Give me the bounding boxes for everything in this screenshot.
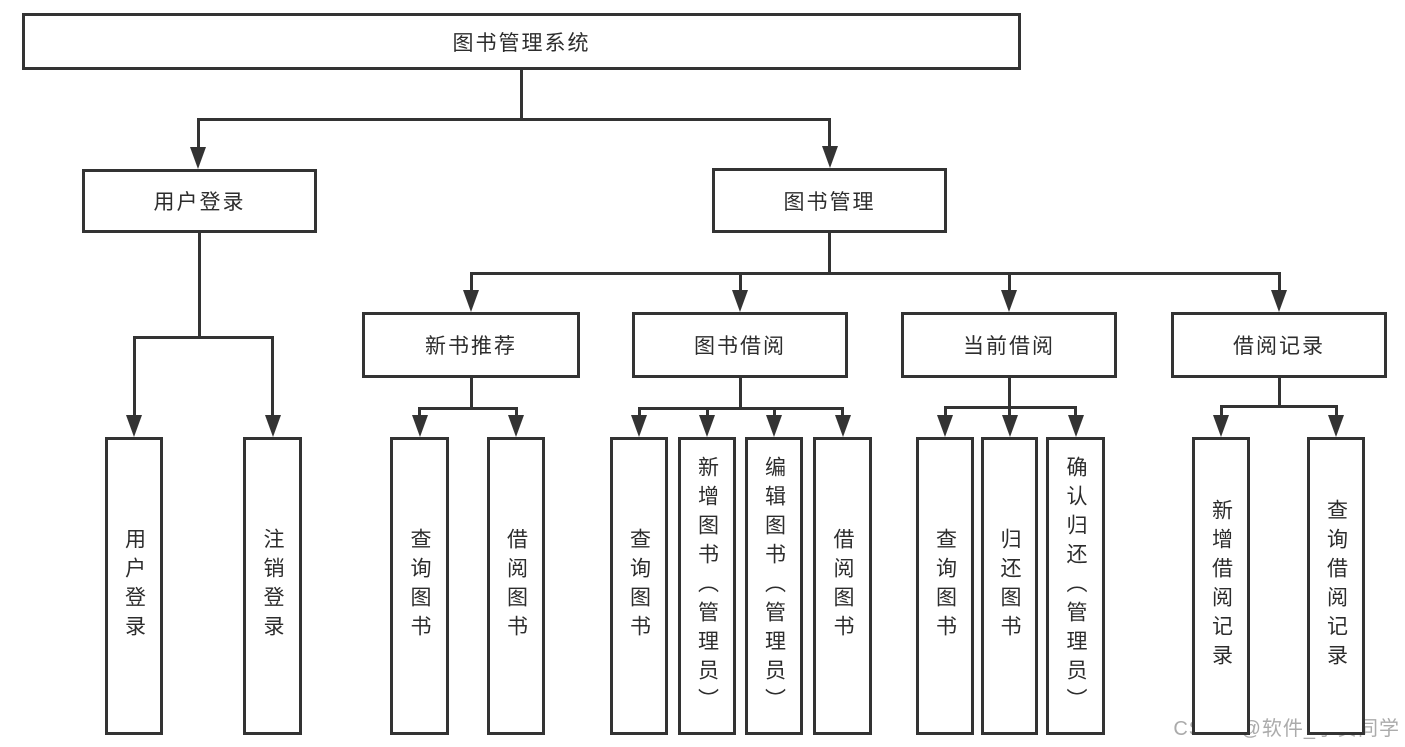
node-label: 新书推荐 xyxy=(425,335,517,358)
arrowhead-icon xyxy=(1001,290,1017,312)
node-borrow-books-1: 借阅图书 xyxy=(487,437,545,735)
node-confirm-return: 确认归还（管理员） xyxy=(1046,437,1105,735)
node-new-book-recommend: 新书推荐 xyxy=(362,312,580,378)
connector-drop-line xyxy=(1007,273,1011,290)
connector-drop-line xyxy=(943,407,947,415)
connector-drop-line xyxy=(271,337,274,415)
node-label: 确认归还（管理员） xyxy=(1064,455,1087,717)
arrowhead-icon xyxy=(264,415,281,437)
node-label: 查询图书 xyxy=(408,528,431,644)
node-query-books-3: 查询图书 xyxy=(916,437,974,735)
connector-drop-line xyxy=(1277,273,1281,290)
arrowhead-icon xyxy=(190,147,206,169)
arrowhead-icon xyxy=(834,415,851,437)
connector-drop-line xyxy=(1219,406,1223,415)
connector-stem-line xyxy=(469,378,473,410)
node-query-books-1: 查询图书 xyxy=(390,437,449,735)
node-label: 新增图书（管理员） xyxy=(695,455,719,717)
node-current-borrow: 当前借阅 xyxy=(901,312,1117,378)
node-label: 编辑图书（管理员） xyxy=(762,455,786,717)
node-label: 归还图书 xyxy=(998,528,1021,644)
connector-drop-line xyxy=(828,119,831,146)
node-label: 借阅图书 xyxy=(831,528,854,644)
node-add-books: 新增图书（管理员） xyxy=(678,437,736,735)
node-logout: 注销登录 xyxy=(243,437,302,735)
node-label: 查询借阅记录 xyxy=(1324,499,1348,673)
node-book-borrow: 图书借阅 xyxy=(632,312,848,378)
node-book-management: 图书管理 xyxy=(712,168,947,233)
node-label: 借阅记录 xyxy=(1233,335,1325,358)
arrowhead-icon xyxy=(699,415,715,437)
arrowhead-icon xyxy=(937,415,953,437)
node-label: 借阅图书 xyxy=(504,528,528,644)
node-system: 图书管理系统 xyxy=(22,13,1021,70)
node-add-borrow-record: 新增借阅记录 xyxy=(1192,437,1250,735)
arrowhead-icon xyxy=(126,415,142,437)
node-label: 用户登录 xyxy=(122,528,146,644)
node-label: 当前借阅 xyxy=(963,335,1055,358)
node-label: 注销登录 xyxy=(261,528,284,644)
node-borrow-books-2: 借阅图书 xyxy=(813,437,872,735)
connector-rail-line xyxy=(469,271,1281,275)
node-edit-books: 编辑图书（管理员） xyxy=(745,437,803,735)
node-label: 查询图书 xyxy=(933,528,957,644)
node-label: 图书借阅 xyxy=(694,335,786,358)
connector-stem-line xyxy=(1277,378,1281,408)
connector-drop-line xyxy=(469,273,473,290)
connector-drop-line xyxy=(772,408,776,415)
connector-drop-line xyxy=(132,337,136,415)
node-return-books: 归还图书 xyxy=(981,437,1038,735)
connector-rail-line xyxy=(418,406,518,410)
node-query-books-2: 查询图书 xyxy=(610,437,668,735)
arrowhead-icon xyxy=(1067,415,1084,437)
node-label: 图书管理系统 xyxy=(452,31,591,55)
connector-rail-line xyxy=(196,117,831,121)
arrowhead-icon xyxy=(411,415,428,437)
node-user-login-group: 用户登录 xyxy=(82,169,317,233)
connector-drop-line xyxy=(1074,407,1077,415)
node-query-borrow-record: 查询借阅记录 xyxy=(1307,437,1365,735)
connector-drop-line xyxy=(514,408,518,415)
arrowhead-icon xyxy=(463,290,479,312)
connector-rail-line xyxy=(132,335,274,339)
connector-drop-line xyxy=(637,408,641,415)
node-label: 用户登录 xyxy=(153,191,246,214)
node-borrow-records: 借阅记录 xyxy=(1171,312,1387,378)
arrowhead-icon xyxy=(1328,415,1344,437)
arrowhead-icon xyxy=(1001,415,1018,437)
node-label: 图书管理 xyxy=(783,190,876,214)
node-label: 查询图书 xyxy=(627,528,651,644)
connector-drop-line xyxy=(418,408,421,415)
connector-stem-line xyxy=(1007,378,1011,409)
connector-drop-line xyxy=(1334,406,1338,415)
node-label: 新增借阅记录 xyxy=(1209,499,1233,673)
arrowhead-icon xyxy=(1271,290,1287,312)
arrowhead-icon xyxy=(508,415,524,437)
arrowhead-icon xyxy=(732,290,748,312)
connector-rail-line xyxy=(637,406,844,410)
connector-drop-line xyxy=(1008,407,1011,415)
arrowhead-icon xyxy=(1213,415,1229,437)
connector-drop-line xyxy=(738,273,742,290)
connector-drop-line xyxy=(196,119,200,147)
arrowhead-icon xyxy=(631,415,647,437)
connector-drop-line xyxy=(705,408,709,415)
arrowhead-icon xyxy=(766,415,782,437)
connector-drop-line xyxy=(841,408,844,415)
connector-stem-line xyxy=(198,233,201,339)
arrowhead-icon xyxy=(821,146,838,168)
connector-stem-line xyxy=(828,233,831,275)
connector-stem-line xyxy=(738,378,742,410)
node-user-login: 用户登录 xyxy=(105,437,163,735)
connector-stem-line xyxy=(520,70,523,121)
connector-rail-line xyxy=(1219,404,1338,408)
